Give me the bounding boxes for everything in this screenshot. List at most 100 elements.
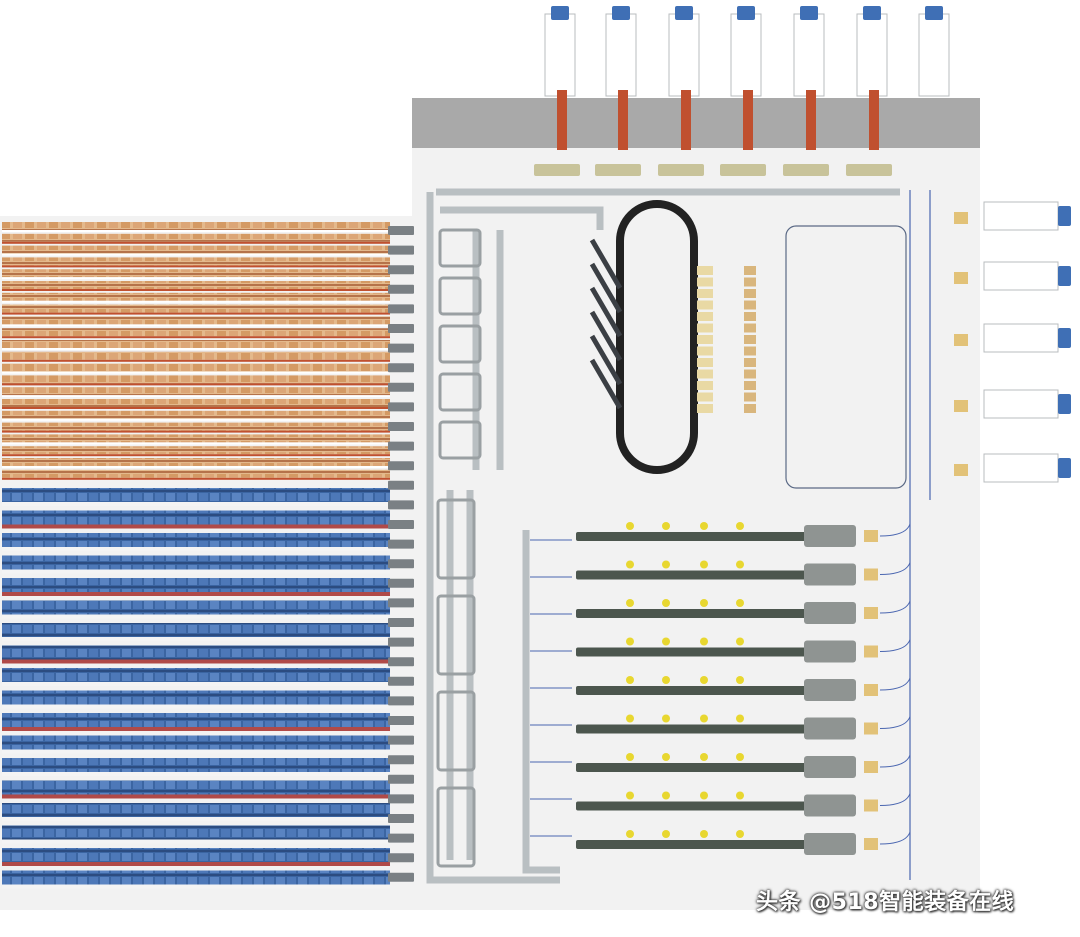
lift-module [388, 343, 414, 353]
rack-row-blue [2, 713, 390, 727]
watermark-text: 头条 @518智能装备在线 [756, 890, 1015, 915]
dock-trailer [918, 13, 950, 97]
dock-conveyor [618, 90, 628, 150]
carton [864, 722, 878, 735]
operator-position [736, 599, 744, 607]
carton [864, 838, 878, 850]
loading-dock-area [534, 6, 950, 176]
routing-line [879, 523, 911, 537]
rack-row-orange [2, 410, 390, 419]
sorter-infeed [589, 238, 623, 290]
operator-position [626, 753, 634, 761]
lift-module [388, 441, 414, 451]
rack-aisle [2, 430, 390, 433]
station-conveyor [576, 840, 806, 849]
rack-row-orange [2, 458, 390, 466]
sorter-chute [697, 300, 713, 310]
truck-icon [1058, 266, 1071, 286]
dock-trailer [668, 13, 700, 97]
main-floor [412, 98, 980, 910]
buffer-loop [438, 372, 482, 412]
rack-aisle [2, 682, 390, 686]
sorter-chute [697, 346, 713, 356]
lift-module [388, 657, 414, 667]
storage-rack-area [2, 222, 414, 889]
conveyor-line [440, 206, 604, 230]
truck-icon [1058, 206, 1071, 226]
station-conveyor [576, 570, 806, 580]
lift-module [388, 814, 414, 823]
carton [864, 607, 878, 619]
conveyor-area [426, 188, 931, 884]
truck-icon [612, 6, 630, 20]
dock-conveyor [743, 90, 753, 150]
dock-trailer [605, 13, 637, 97]
station-conveyor [576, 686, 806, 695]
rack-aisle [2, 659, 390, 664]
station-conveyor [576, 609, 806, 618]
rack-row-blue [2, 533, 390, 547]
lift-module [388, 402, 414, 412]
dock-conveyor [557, 90, 567, 150]
sorter-chute [697, 335, 713, 344]
rack-aisle [2, 454, 390, 457]
rack-aisle [2, 477, 390, 480]
buffer-loop [438, 420, 482, 460]
operator-position [736, 791, 744, 800]
rack-row-blue [2, 780, 390, 795]
rack-aisle [2, 727, 390, 731]
rack-aisle [2, 359, 390, 362]
truck-icon [675, 6, 693, 20]
operator-position [662, 522, 670, 530]
rack-row-blue [2, 578, 390, 592]
rack-row-orange [2, 340, 390, 348]
sorter-infeed [589, 262, 623, 314]
rack-row-orange [2, 257, 390, 266]
lift-module [388, 794, 414, 804]
sorter-chute [697, 381, 713, 390]
lift-module [388, 676, 414, 686]
carton [744, 358, 756, 367]
rack-aisle [2, 442, 390, 445]
station-conveyor [576, 763, 806, 772]
rack-aisle [2, 817, 390, 821]
dock-station [658, 164, 704, 176]
workstation-icon [804, 833, 856, 855]
rack-aisle [2, 862, 390, 866]
rack-row-orange [2, 469, 390, 478]
routing-line [879, 754, 911, 768]
workstation-icon [804, 679, 856, 701]
workstation-icon [804, 717, 856, 740]
rack-aisle [2, 312, 390, 315]
dock-trailer [856, 13, 888, 97]
rack-row-orange [2, 316, 390, 325]
carton [954, 272, 968, 284]
lift-module [388, 382, 414, 392]
operator-position [662, 599, 670, 607]
rack-aisle [2, 884, 390, 889]
lift-module [388, 598, 414, 608]
carton [954, 334, 968, 346]
dock-station [534, 164, 580, 176]
operator-position [700, 714, 708, 723]
lift-module [388, 480, 414, 490]
rack-row-blue [2, 668, 390, 682]
lift-module [388, 500, 414, 510]
station-conveyor [576, 532, 806, 541]
lift-module [388, 618, 414, 627]
operator-position [662, 714, 670, 723]
rack-aisle [2, 241, 390, 244]
rack-aisle [2, 466, 390, 468]
rack-aisle [2, 614, 390, 619]
operator-position [662, 753, 670, 761]
rack-row-orange [2, 304, 390, 313]
carton [864, 530, 878, 542]
rack-row-blue [2, 488, 390, 502]
operator-position [736, 753, 744, 761]
operator-position [626, 599, 634, 607]
rack-row-orange [2, 233, 390, 242]
rack-aisle [2, 300, 390, 303]
sorter-chute [697, 266, 713, 275]
carton [744, 312, 756, 321]
